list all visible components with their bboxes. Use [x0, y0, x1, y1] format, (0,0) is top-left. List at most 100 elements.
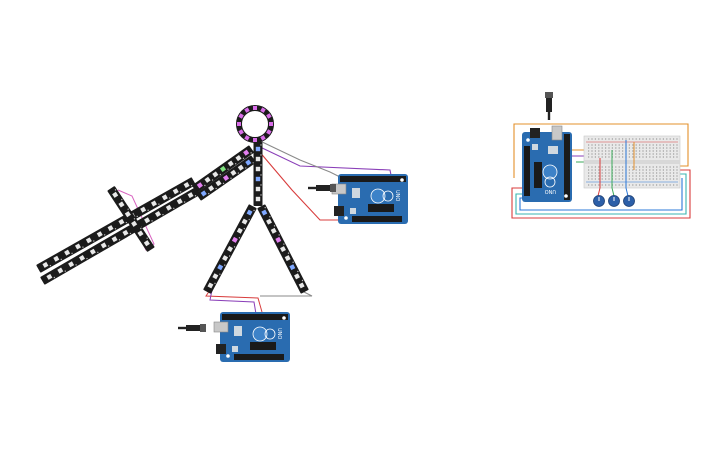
breadboard-hole	[598, 144, 600, 146]
wire-gray[interactable]	[257, 139, 351, 183]
strip-pad	[219, 173, 222, 176]
neopixel-strip-long-upper[interactable]	[36, 177, 196, 273]
breadboard-hole	[635, 144, 637, 146]
strip-pad	[121, 198, 123, 201]
strip-led	[245, 159, 252, 166]
breadboard-hole	[615, 153, 617, 155]
breadboard-hole	[673, 178, 675, 180]
strip-pad	[228, 255, 231, 257]
breadboard-hole	[605, 175, 607, 177]
breadboard-hole	[656, 144, 658, 146]
strip-pad	[114, 228, 117, 230]
strip-pad	[86, 257, 88, 260]
breadboard-hole	[615, 138, 617, 140]
strip-led	[227, 160, 234, 167]
breadboard-hole	[625, 138, 627, 140]
neopixel-ring[interactable]	[236, 105, 274, 143]
wire-purple-bottom[interactable]	[209, 289, 257, 315]
neopixel-strip-torso[interactable]	[253, 142, 263, 206]
strip-pad	[146, 237, 148, 239]
breadboard-hole	[652, 175, 654, 177]
breadboard-hole	[615, 175, 617, 177]
wire-red[interactable]	[257, 149, 346, 221]
breadboard-hole	[591, 172, 593, 174]
breadboard-hole	[673, 166, 675, 168]
strip-pad	[71, 252, 73, 255]
strip-led	[196, 182, 203, 189]
breadboard-hole	[656, 175, 658, 177]
wire-blue-loop[interactable]	[519, 178, 683, 211]
breadboard-hole	[639, 172, 641, 174]
potentiometer-1[interactable]	[593, 195, 605, 207]
breadboard-hole	[642, 166, 644, 168]
strip-led	[289, 264, 296, 271]
breadboard-hole	[628, 153, 630, 155]
strip-led	[140, 206, 147, 213]
neopixel-strip-arm-upper[interactable]	[192, 145, 254, 193]
breadboard-hole	[645, 172, 647, 174]
strip-led	[255, 166, 261, 172]
breadboard-hole	[594, 166, 596, 168]
breadboard-hole	[639, 156, 641, 158]
breadboard-hole	[659, 172, 661, 174]
breadboard-hole	[649, 166, 651, 168]
breadboard-hole	[676, 169, 678, 171]
breadboard-hole	[601, 153, 603, 155]
arduino-bottom[interactable]: UNO	[213, 311, 291, 363]
usb-plug-right[interactable]	[308, 184, 336, 192]
breadboard-hole	[588, 156, 590, 158]
potentiometer-3[interactable]	[623, 195, 635, 207]
usb-plug-far-right[interactable]	[545, 92, 553, 120]
breadboard-hole	[594, 138, 596, 140]
strip-pad	[93, 240, 95, 242]
neopixel-strip-cross[interactable]	[107, 186, 155, 252]
breadboard-hole	[639, 178, 641, 180]
breadboard-hole	[662, 144, 664, 146]
neopixel-strip-right-leg[interactable]	[257, 204, 309, 294]
breadboard-hole	[659, 138, 661, 140]
breadboard-hole	[639, 147, 641, 149]
arduino-far-right[interactable]: UNO	[521, 125, 573, 203]
wire-bb-blue[interactable]	[625, 140, 629, 197]
arduino-far-right-brand: UNO	[545, 188, 556, 194]
breadboard-hole	[588, 144, 590, 146]
breadboard-hole	[594, 144, 596, 146]
arduino-right[interactable]: UNO	[331, 173, 409, 225]
breadboard-hole	[622, 144, 624, 146]
neopixel-strip-arm-lower[interactable]	[196, 155, 256, 201]
wire-red-loop[interactable]	[511, 169, 691, 219]
breadboard-hole	[605, 150, 607, 152]
breadboard-hole	[659, 147, 661, 149]
potentiometer-2[interactable]	[608, 195, 620, 207]
breadboard-hole	[594, 184, 596, 186]
breadboard-hole	[669, 172, 671, 174]
breadboard-hole	[669, 156, 671, 158]
breadboard-hole	[632, 169, 634, 171]
breadboard-hole	[591, 153, 593, 155]
wire-bb-red[interactable]	[597, 158, 601, 197]
breadboard-hole	[669, 153, 671, 155]
wire-teal-loop[interactable]	[515, 173, 687, 215]
wire-bb-green[interactable]	[611, 150, 615, 197]
strip-pad	[260, 154, 262, 156]
breadboard-hole	[601, 172, 603, 174]
breadboard-hole	[666, 144, 668, 146]
wire-red-bottom[interactable]	[205, 289, 263, 313]
strip-pad	[179, 191, 182, 193]
strip-led	[96, 231, 103, 238]
breadboard-hole	[601, 169, 603, 171]
breadboard-hole	[588, 172, 590, 174]
neopixel-strip-left-leg[interactable]	[203, 204, 257, 294]
wire-orange-loop[interactable]	[513, 123, 689, 178]
ring-led	[260, 135, 266, 141]
breadboard-hole	[635, 166, 637, 168]
strip-body	[36, 177, 196, 273]
breadboard-hole	[615, 172, 617, 174]
breadboard-hole	[611, 138, 613, 140]
breadboard-hole	[622, 175, 624, 177]
breadboard[interactable]	[583, 135, 681, 189]
usb-plug-bottom[interactable]	[178, 324, 206, 332]
breadboard-hole	[639, 166, 641, 168]
breadboard-hole	[618, 169, 620, 171]
